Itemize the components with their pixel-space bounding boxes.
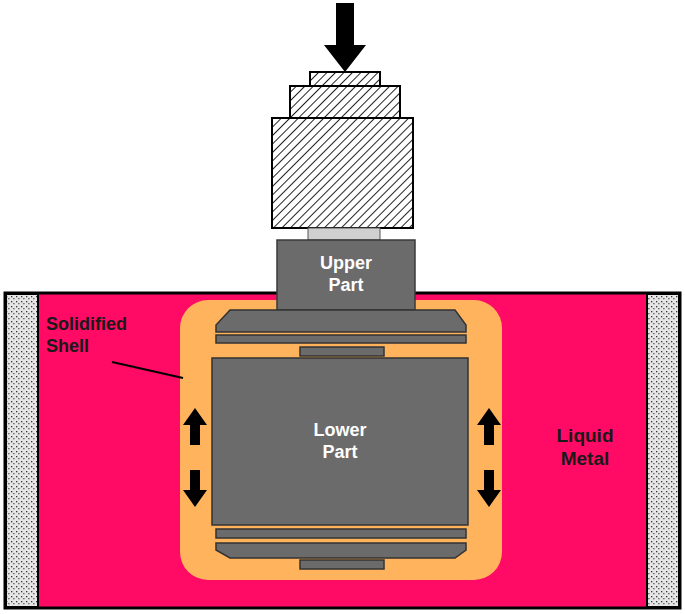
load-block xyxy=(272,118,413,228)
liquid-metal-bath: Liquid Metal Lower Part xyxy=(5,293,680,608)
part-label: Liquid Metal xyxy=(535,425,635,471)
upper-part xyxy=(277,240,415,310)
part-label: Upper Part xyxy=(311,253,381,296)
flange xyxy=(216,529,466,538)
upper-part-box: Upper Part xyxy=(277,240,415,310)
flange xyxy=(300,347,384,356)
load-block xyxy=(310,72,380,86)
flange xyxy=(216,310,466,332)
liquid-bath xyxy=(5,293,680,608)
flange xyxy=(300,560,384,569)
lower-part xyxy=(212,358,468,525)
callout-label: Solidified Shell xyxy=(46,314,146,357)
load-arrow xyxy=(324,3,366,72)
mold-wall xyxy=(647,294,679,607)
flange xyxy=(216,335,466,343)
mold-wall xyxy=(6,294,38,607)
leader-line xyxy=(112,362,183,378)
part-label: Lower Part xyxy=(300,420,380,463)
load-block xyxy=(290,86,400,118)
spacer xyxy=(308,228,380,240)
lower-part-box: Lower Part xyxy=(212,358,468,525)
solidified-shell xyxy=(180,300,502,580)
flange xyxy=(216,543,466,558)
movement-arrows xyxy=(183,408,501,507)
